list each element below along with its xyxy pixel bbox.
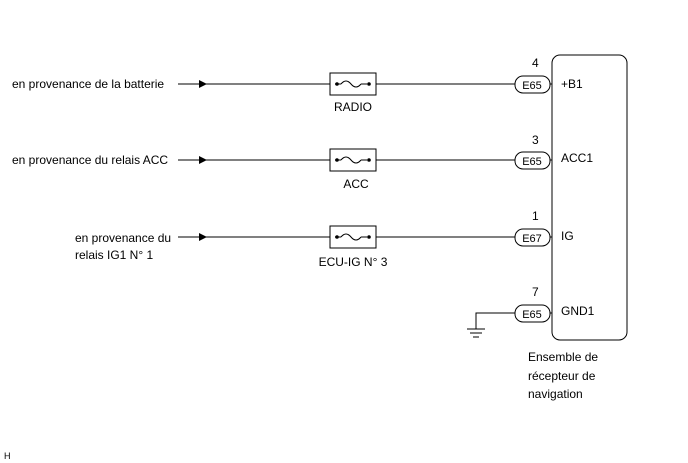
pin-number-7: 7 — [532, 285, 539, 299]
fuse-ecu-ig — [329, 225, 377, 249]
source-label-ig1-line1: en provenance du — [75, 231, 171, 245]
component-label-line1: Ensemble de — [528, 350, 598, 364]
source-label-battery: en provenance de la batterie — [12, 77, 164, 91]
arrow-icon — [199, 156, 207, 164]
source-label-acc-relay: en provenance du relais ACC — [12, 153, 168, 167]
fuse-label-acc: ACC — [343, 177, 369, 191]
source-label-ig1-line2: relais IG1 N° 1 — [75, 248, 153, 262]
fuse-acc — [329, 148, 377, 172]
connector-code: E67 — [522, 233, 542, 245]
connector-code: E65 — [522, 156, 542, 168]
connector-code: E65 — [522, 309, 542, 321]
fuse-label-ecu-ig: ECU-IG N° 3 — [319, 255, 388, 269]
arrow-icon — [199, 233, 207, 241]
connector-code: E65 — [522, 80, 542, 92]
terminal-label-ig: IG — [561, 229, 574, 243]
terminal-label-b1: +B1 — [561, 77, 583, 91]
arrow-icon — [199, 80, 207, 88]
pin-number-4: 4 — [532, 56, 539, 70]
fuse-label-radio: RADIO — [334, 100, 372, 114]
component-label-line2: récepteur de — [528, 369, 596, 383]
fuse-radio — [329, 72, 377, 96]
terminal-label-gnd1: GND1 — [561, 304, 595, 318]
ground-icon — [467, 328, 485, 338]
pin-number-1: 1 — [532, 209, 539, 223]
navigation-receiver-box — [551, 54, 628, 341]
component-label-line3: navigation — [528, 387, 583, 401]
wire-ground — [475, 312, 515, 329]
pin-number-3: 3 — [532, 133, 539, 147]
terminal-label-acc1: ACC1 — [561, 151, 593, 165]
footer-mark: H — [4, 451, 11, 461]
